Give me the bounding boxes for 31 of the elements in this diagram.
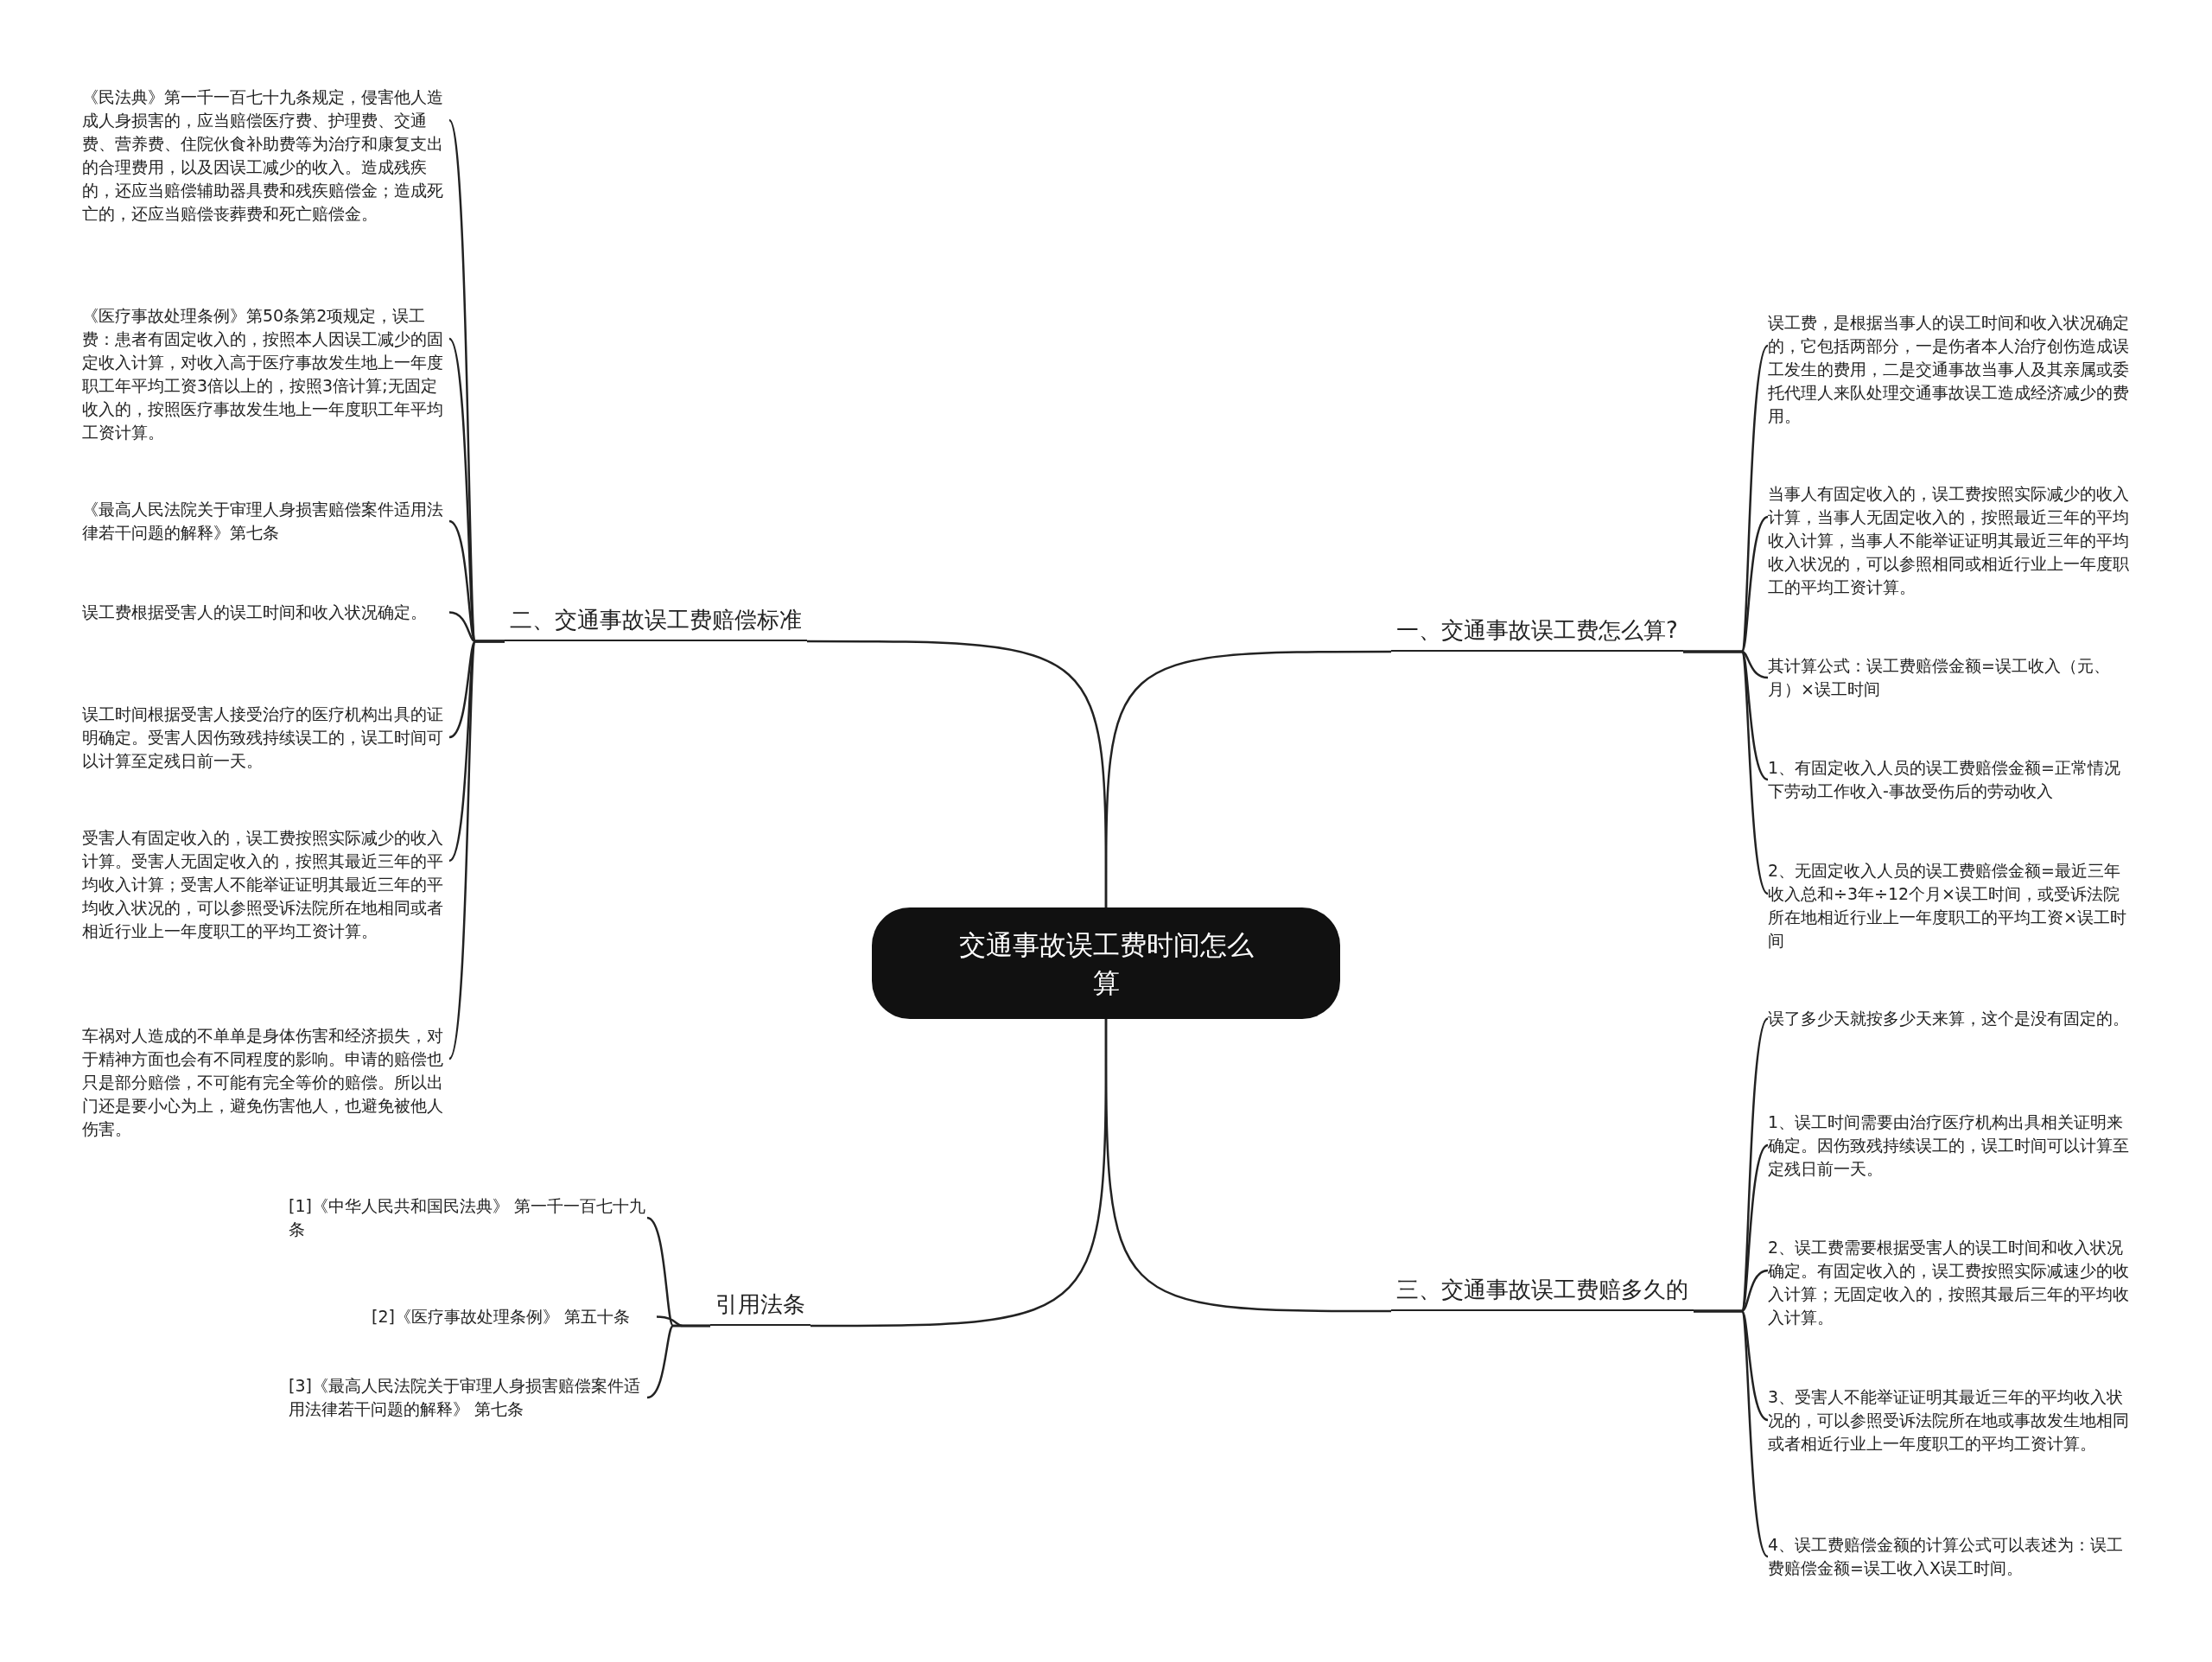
- connector-line: [646, 1324, 710, 1399]
- reference-text: [1]《中华人民共和国民法典》 第一千一百七十九条: [289, 1194, 647, 1241]
- reference-text: [2]《医疗事故处理条例》 第五十条: [372, 1305, 657, 1328]
- note-text: 误了多少天就按多少天来算，这个是没有固定的。: [1768, 1007, 2135, 1030]
- note-text: 当事人有固定收入的，误工费按照实际减少的收入计算，当事人无固定收入的，按照最近三年的平均收入计算，当事人不能举证证明其最近三年的平均收入状况的，可以参照相同或相近行业上一年度职工的平均工资计算。: [1768, 482, 2135, 599]
- note-text: 《最高人民法院关于审理人身损害赔偿案件适用法律若干问题的解释》第七条: [82, 498, 449, 544]
- note-text: 2、无固定收入人员的误工费赔偿金额=最近三年收入总和÷3年÷12个月×误工时间，或受诉法院所在地相近行业上一年度职工的平均工资×误工时间: [1768, 859, 2135, 952]
- branch-label: 引用法条: [710, 1289, 810, 1326]
- branch-label: 三、交通事故误工费赔多久的: [1391, 1275, 1694, 1311]
- connector-line: [1683, 650, 1769, 895]
- note-text: 误工费根据受害人的误工时间和收入状况确定。: [82, 601, 449, 624]
- central-topic-box: 交通事故误工费时间怎么算: [872, 907, 1340, 1019]
- note-text: 车祸对人造成的不单单是身体伤害和经济损失，对于精神方面也会有不同程度的影响。申请的赔偿也只是部分赔偿，不可能有完全等价的赔偿。所以出门还是要小心为上，避免伤害他人，也避免被他人伤害。: [82, 1024, 449, 1141]
- branch-label: 一、交通事故误工费怎么算?: [1391, 615, 1683, 652]
- connector-line: [1694, 1309, 1769, 1557]
- note-text: 3、受害人不能举证证明其最近三年的平均收入状况的，可以参照受诉法院所在地或事故发生地相同或者相近行业上一年度职工的平均工资计算。: [1768, 1385, 2135, 1455]
- note-text: 1、误工时间需要由治疗医疗机构出具相关证明来确定。因伤致残持续误工的，误工时间可以计算至定残日前一天。: [1768, 1111, 2135, 1181]
- note-text: 2、误工费需要根据受害人的误工时间和收入状况确定。有固定收入的，误工费按照实际减速少的收入计算；无固定收入的，按照其最后三年的平均收入计算。: [1768, 1236, 2135, 1329]
- note-text: 受害人有固定收入的，误工费按照实际减少的收入计算。受害人无固定收入的，按照其最近三年的平均收入计算；受害人不能举证证明其最近三年的平均收入状况的，可以参照受诉法院所在地相同或者相近行业上一年度职工的平均工资计算。: [82, 826, 449, 943]
- connector-line: [448, 640, 505, 1060]
- note-text: 《民法典》第一千一百七十九条规定，侵害他人造成人身损害的，应当赔偿医疗费、护理费、交通费、营养费、住院伙食补助费等为治疗和康复支出的合理费用，以及因误工减少的收入。造成残疾的，还应当赔偿辅助器具费和残疾赔偿金；造成死亡的，还应当赔偿丧葬费和死亡赔偿金。: [82, 86, 449, 226]
- note-text: 误工时间根据受害人接受治疗的医疗机构出具的证明确定。受害人因伤致残持续误工的，误工时间可以计算至定残日前一天。: [82, 703, 449, 773]
- branch-label: 二、交通事故误工费赔偿标准: [505, 605, 807, 641]
- reference-text: [3]《最高人民法院关于审理人身损害赔偿案件适用法律若干问题的解释》 第七条: [289, 1374, 647, 1421]
- note-text: 《医疗事故处理条例》第50条第2项规定，误工费：患者有固定收入的，按照本人因误工减少的固定收入计算，对收入高于医疗事故发生地上一年度职工年平均工资3倍以上的，按照3倍计算;无固定收入的，按照医疗事故发生地上一年度职工年平均工资计算。: [82, 304, 449, 444]
- note-text: 1、有固定收入人员的误工费赔偿金额=正常情况下劳动工作收入-事故受伤后的劳动收入: [1768, 756, 2135, 803]
- connector-line: [810, 1019, 1108, 1328]
- connector-line: [807, 640, 1108, 907]
- note-text: 其计算公式：误工费赔偿金额=误工收入（元、月）×误工时间: [1768, 654, 2135, 701]
- note-text: 误工费，是根据当事人的误工时间和收入状况确定的，它包括两部分，一是伤者本人治疗创伤造成误工发生的费用，二是交通事故当事人及其亲属或委托代理人来队处理交通事故误工造成经济减少的费用。: [1768, 311, 2135, 428]
- note-text: 4、误工费赔偿金额的计算公式可以表述为：误工费赔偿金额=误工收入X误工时间。: [1768, 1533, 2135, 1580]
